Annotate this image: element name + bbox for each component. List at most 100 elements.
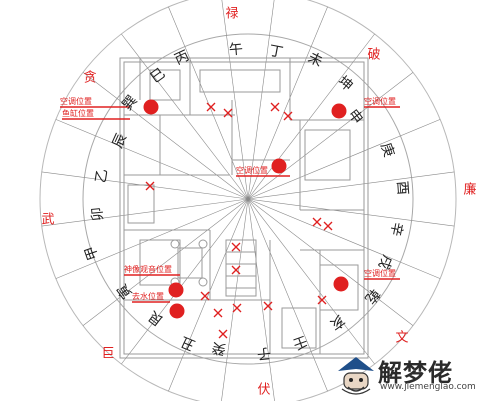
- inner-compass-ring: [82, 33, 414, 365]
- x-stroke: [200, 291, 210, 301]
- x-stroke: [213, 308, 223, 318]
- compass-ray: [247, 171, 455, 200]
- mountain-label-wei: 未: [305, 50, 325, 70]
- bed: [304, 129, 351, 181]
- table: [177, 247, 203, 279]
- red-x-mark: [145, 181, 155, 191]
- chair: [198, 277, 208, 287]
- compass-ray: [247, 198, 328, 392]
- compass-ray: [82, 72, 249, 200]
- compass-ray: [247, 198, 441, 279]
- star-label-wu: 武: [41, 212, 55, 228]
- compass-ray: [247, 119, 441, 200]
- compass-ray: [247, 0, 275, 200]
- callout-fish-tank: 鱼缸位置: [62, 108, 130, 120]
- callout-text: 空调位置: [236, 165, 268, 175]
- red-x-mark: [317, 295, 327, 305]
- mountain-label-xun: 巽: [119, 93, 140, 114]
- mountain-labels: 丙午丁未坤申庚酉辛戌乾亥壬子癸丑艮寅甲卯乙辰巽巳: [82, 41, 410, 361]
- stairs: [225, 239, 257, 297]
- callout-ac-topleft: 空调位置: [60, 96, 130, 108]
- red-dot: [271, 158, 287, 174]
- x-stroke: [312, 217, 322, 227]
- compass-ray: [247, 198, 375, 365]
- red-x-marks: [145, 102, 333, 339]
- callout-text: 空调位置: [364, 268, 396, 278]
- red-x-mark: [312, 217, 322, 227]
- x-stroke: [231, 242, 241, 252]
- chair: [198, 239, 208, 249]
- red-x-mark: [213, 308, 223, 318]
- compass-ray: [121, 198, 249, 365]
- star-label-lian: 廉: [463, 182, 477, 198]
- callout-drain: 去水位置: [132, 291, 170, 303]
- x-stroke: [232, 303, 242, 313]
- outer-compass-ring: [39, 0, 457, 405]
- compass-ray: [41, 198, 249, 227]
- red-dot: [143, 99, 159, 115]
- callout-ac-right: 空调位置: [364, 268, 400, 280]
- red-dot: [333, 276, 349, 292]
- dreamer-logo-icon: [338, 357, 374, 395]
- star-label-ju: 巨: [101, 346, 115, 362]
- compass-ray: [55, 119, 249, 200]
- mountain-label-shen: 申: [344, 107, 365, 128]
- red-x-mark: [263, 301, 273, 311]
- bath-fixture: [149, 69, 181, 101]
- mountain-label-hai: 亥: [327, 311, 348, 332]
- compass-ray: [82, 198, 249, 326]
- mountain-label-bing: 丙: [172, 48, 191, 68]
- x-stroke: [206, 102, 216, 112]
- mountain-label-chen: 辰: [110, 131, 130, 150]
- compass-ray: [168, 6, 249, 200]
- x-stroke: [263, 301, 273, 311]
- mountain-label-kun: 坤: [334, 73, 355, 94]
- mountain-label-xin: 辛: [387, 221, 405, 238]
- plan-inner-wall: [123, 61, 365, 355]
- red-x-mark: [231, 265, 241, 275]
- compass-ray: [220, 198, 249, 405]
- compass-ray: [247, 198, 414, 326]
- x-stroke: [231, 265, 241, 275]
- mountain-label-xu: 戌: [375, 252, 395, 271]
- mountain-label-geng: 庚: [377, 141, 397, 160]
- compass-ray: [221, 0, 249, 200]
- compass-ray: [247, 198, 276, 405]
- compass-ray: [247, 198, 455, 227]
- red-x-mark: [231, 242, 241, 252]
- mountain-label-ren: 壬: [291, 332, 310, 352]
- x-stroke: [283, 111, 293, 121]
- star-label-wen: 文: [395, 330, 409, 346]
- red-dot: [169, 303, 185, 319]
- star-label-tan: 贪: [83, 70, 97, 86]
- x-stroke: [145, 181, 155, 191]
- callout-text: 去水位置: [132, 291, 164, 301]
- watermark-url: www.jiemenglao.com: [380, 382, 476, 392]
- mountain-label-wu_top: 午: [228, 41, 243, 58]
- star-label-fu: 伏: [257, 382, 271, 398]
- callout-statue: 神像观音位置: [124, 264, 180, 276]
- red-x-mark: [206, 102, 216, 112]
- plan-outer-wall: [119, 57, 369, 359]
- star-label-lu: 禄: [225, 6, 239, 22]
- red-x-mark: [323, 221, 333, 231]
- sofa: [139, 239, 181, 286]
- red-x-mark: [270, 102, 280, 112]
- compass-ray: [55, 198, 249, 279]
- wardrobe: [281, 307, 317, 349]
- mountain-label-mao: 卯: [89, 206, 106, 222]
- mountain-label-gen: 艮: [146, 307, 167, 328]
- watermark-title: 解梦佬: [378, 359, 453, 387]
- red-x-mark: [200, 291, 210, 301]
- compass-ray: [168, 198, 249, 392]
- compass-ray: [247, 72, 414, 200]
- mountain-label-chou: 丑: [178, 333, 197, 353]
- kitchen-counter: [199, 69, 281, 93]
- mountain-label-ding: 丁: [268, 43, 285, 61]
- compass-rays: [41, 0, 455, 405]
- floor-plan: [119, 57, 369, 359]
- desk: [127, 184, 155, 224]
- mountain-label-si: 巳: [148, 65, 169, 86]
- callout-text: 鱼缸位置: [62, 108, 94, 118]
